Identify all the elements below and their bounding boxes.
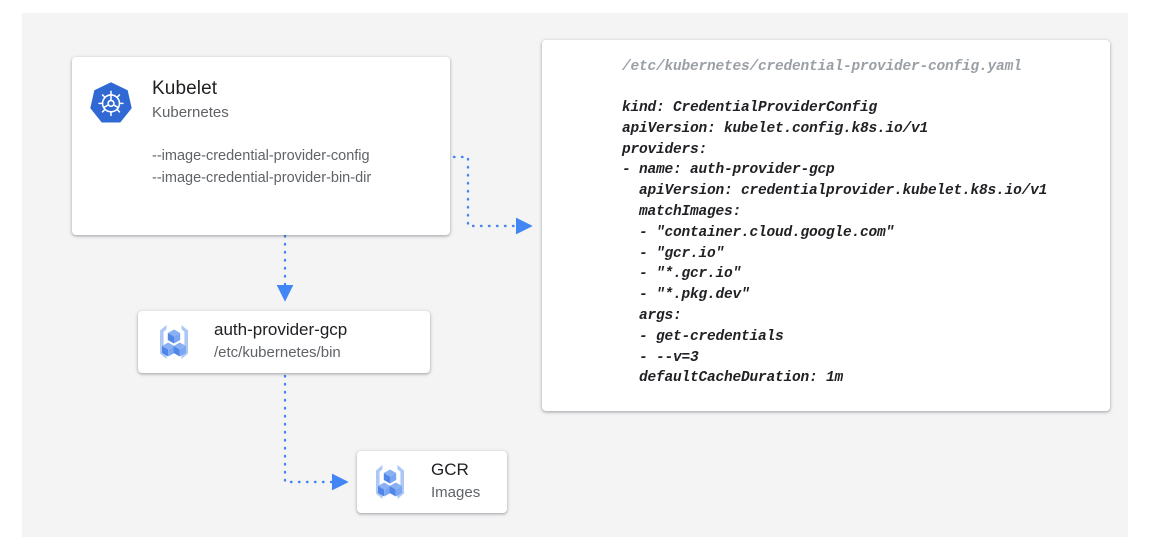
kubelet-card-subtitle: Kubernetes xyxy=(152,104,229,121)
yaml-content: kind: CredentialProviderConfig apiVersio… xyxy=(622,100,1048,387)
container-registry-icon xyxy=(366,458,414,506)
auth-provider-card-subtitle: /etc/kubernetes/bin xyxy=(214,344,341,361)
gcr-card[interactable]: GCR Images xyxy=(357,451,507,513)
auth-provider-gcp-card[interactable]: auth-provider-gcp /etc/kubernetes/bin xyxy=(138,311,430,373)
gcr-card-subtitle: Images xyxy=(431,484,481,501)
credential-provider-config-card[interactable]: /etc/kubernetes/credential-provider-conf… xyxy=(542,40,1110,411)
container-registry-icon xyxy=(150,318,198,366)
kubelet-flag-bin-dir: --image-credential-provider-bin-dir xyxy=(152,170,372,186)
kubelet-card[interactable]: Kubelet Kubernetes --image-credential-pr… xyxy=(72,57,450,235)
auth-provider-card-title: auth-provider-gcp xyxy=(214,320,348,339)
kubelet-card-title: Kubelet xyxy=(152,78,218,99)
yaml-file-path: /etc/kubernetes/credential-provider-conf… xyxy=(622,59,1022,75)
kubernetes-logo-icon xyxy=(85,79,137,131)
gcr-card-title: GCR xyxy=(431,460,469,479)
kubelet-flag-config: --image-credential-provider-config xyxy=(152,148,370,164)
